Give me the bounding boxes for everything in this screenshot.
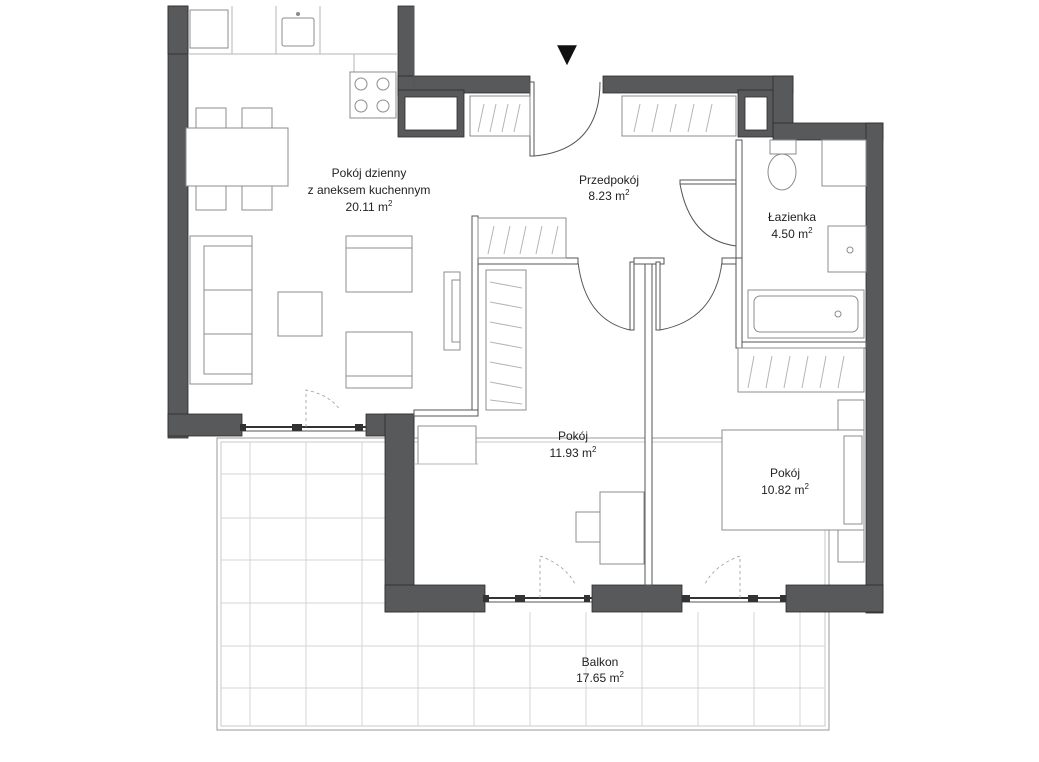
chair: [575, 511, 601, 543]
room2-area: 10.82 m2: [761, 482, 809, 497]
sofa: [189, 235, 253, 385]
room2-name: Pokój: [770, 466, 800, 480]
living-subname: z aneksem kuchennym: [308, 183, 431, 197]
partitions: [413, 139, 867, 586]
windows: [240, 389, 786, 603]
room1-name: Pokój: [558, 429, 588, 443]
walls: [167, 5, 884, 614]
hall-name: Przedpokój: [579, 173, 639, 187]
label-balcony: Balkon 17.65 m2: [576, 655, 624, 685]
living-area: 20.11 m2: [346, 199, 393, 214]
room2-furniture: [721, 347, 865, 563]
bathroom-name: Łazienka: [768, 210, 816, 224]
label-room1: Pokój 11.93 m2: [550, 429, 597, 460]
label-hall: Przedpokój 8.23 m2: [579, 173, 639, 203]
label-bathroom: Łazienka 4.50 m2: [768, 210, 816, 241]
balcony-name: Balkon: [582, 655, 619, 669]
doors: [529, 81, 737, 331]
room1-furniture: [414, 425, 645, 565]
fridge: [189, 9, 229, 49]
sink: [281, 17, 315, 47]
balcony-area: 17.65 m2: [576, 670, 624, 685]
coffee-table: [277, 291, 323, 337]
kitchen: [188, 6, 398, 119]
balcony-tiles: [221, 442, 825, 726]
bathroom-fixtures: [747, 139, 867, 339]
hall-wardrobes: [469, 95, 737, 411]
label-living: Pokój dzienny z aneksem kuchennym 20.11 …: [308, 166, 431, 214]
desk: [599, 491, 645, 565]
living-furniture: [185, 107, 461, 389]
living-name: Pokój dzienny: [332, 166, 407, 180]
bathroom-area: 4.50 m2: [771, 226, 813, 241]
label-room2: Pokój 10.82 m2: [761, 466, 809, 497]
cooktop: [349, 71, 397, 119]
entrance-marker: ▼: [557, 39, 577, 69]
dining-table: [185, 127, 289, 187]
room1-area: 11.93 m2: [550, 445, 597, 460]
bed: [721, 429, 865, 531]
toilet: [767, 153, 797, 191]
hall-area: 8.23 m2: [588, 188, 630, 203]
